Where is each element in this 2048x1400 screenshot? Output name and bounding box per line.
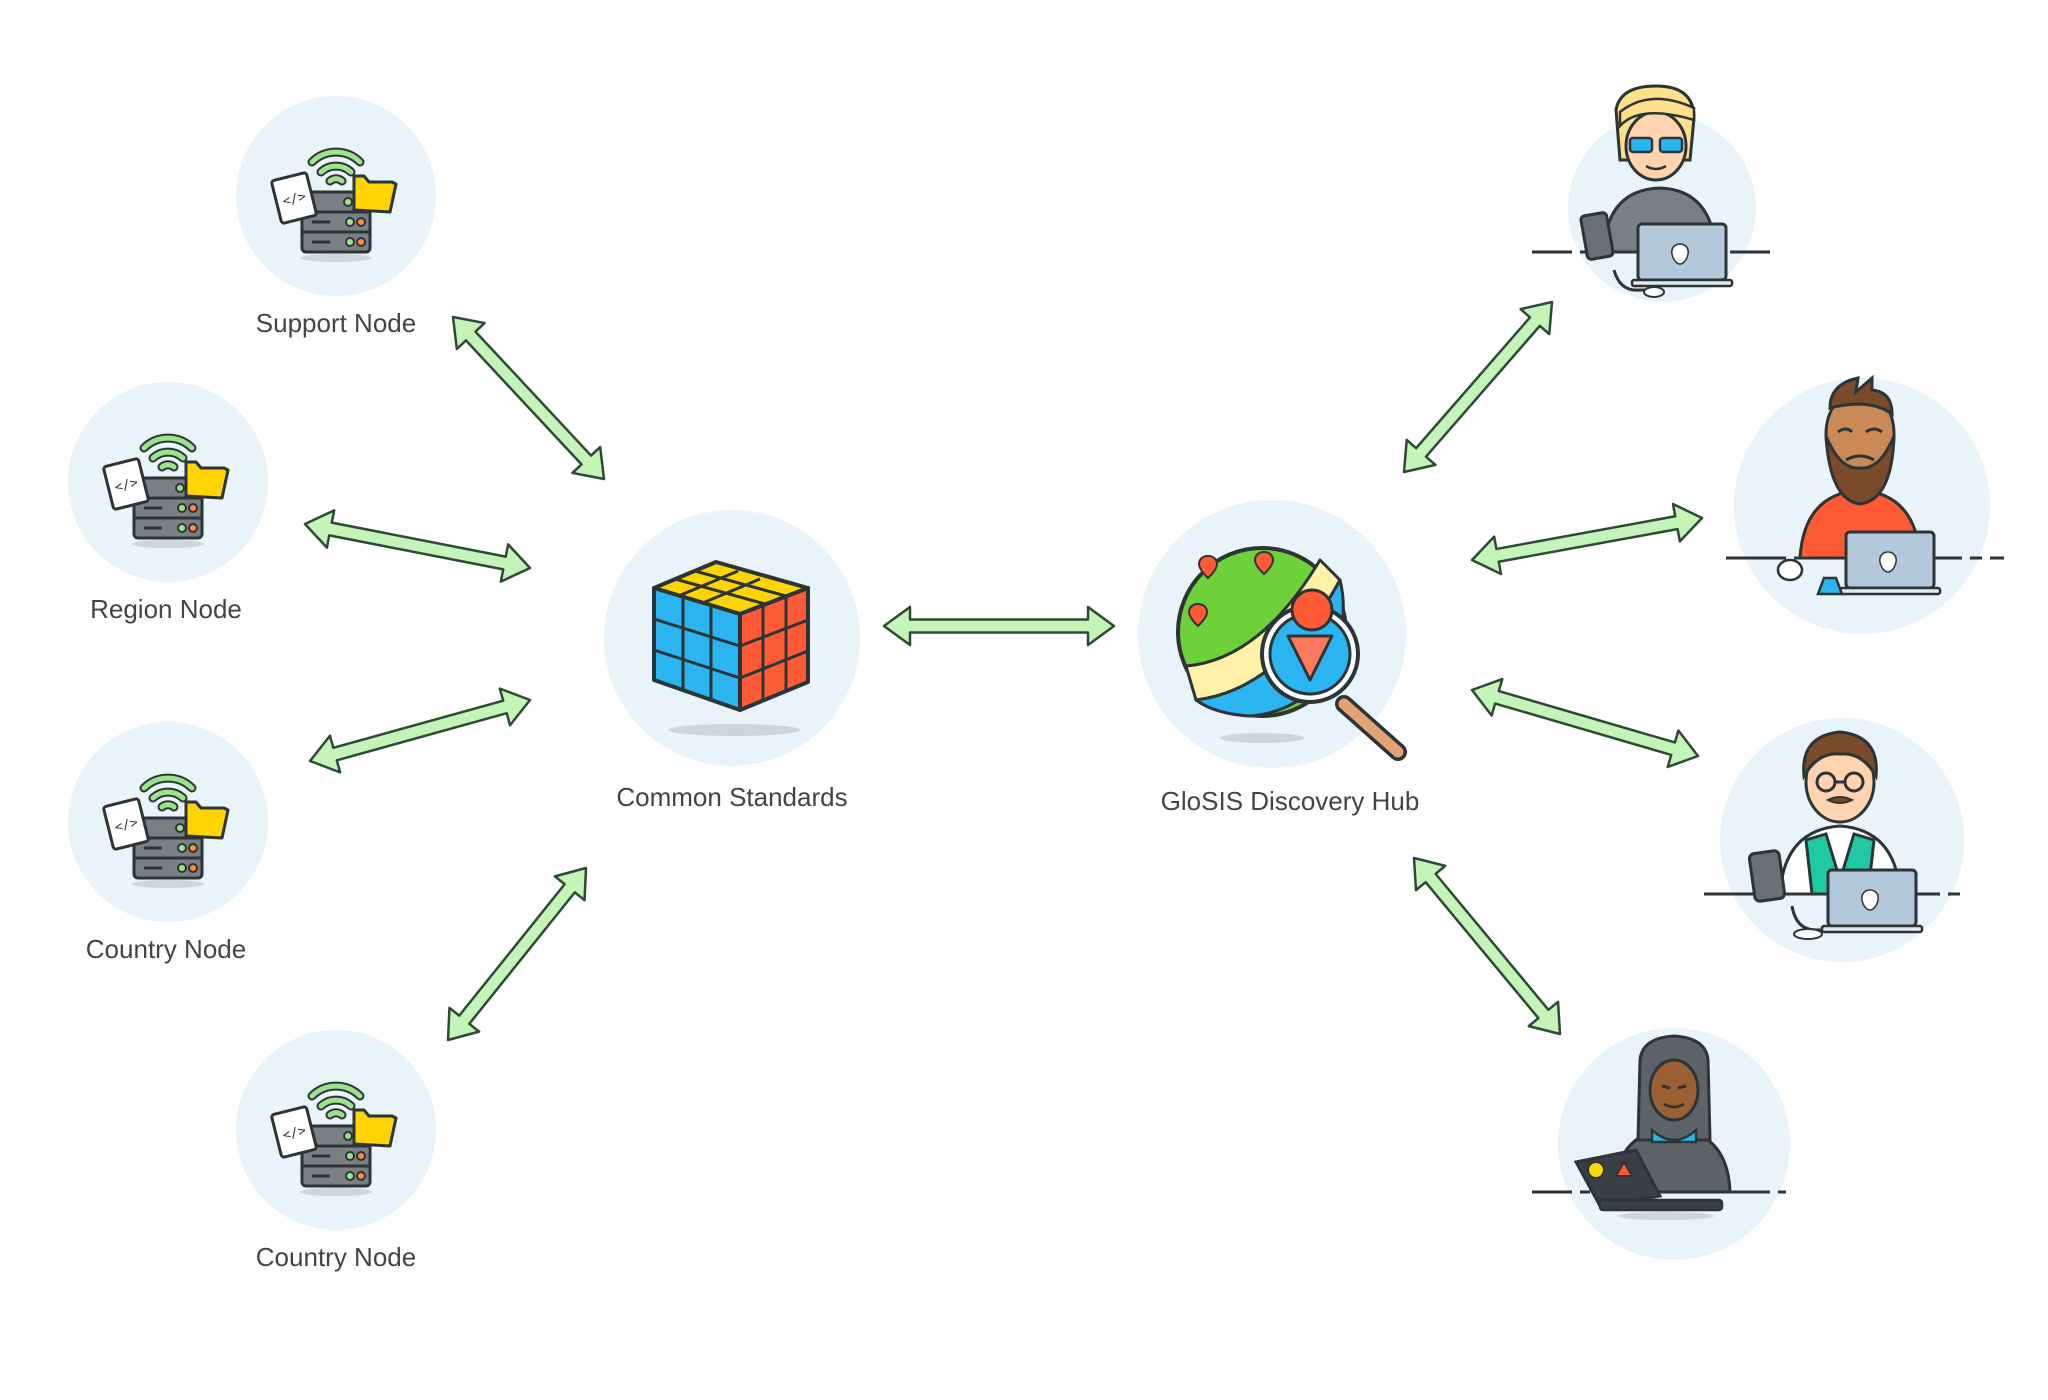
user-man-glasses-laptop-icon bbox=[1704, 730, 1966, 940]
node-region: Region Node bbox=[68, 382, 268, 624]
arrow-standards-hub bbox=[882, 605, 1116, 647]
arrow-country2-standards bbox=[446, 866, 588, 1042]
node-label: Country Node bbox=[256, 1242, 416, 1272]
arrow-country1-standards bbox=[308, 687, 532, 774]
arrow-hub-user4 bbox=[1412, 856, 1562, 1036]
node-label: Country Node bbox=[86, 934, 246, 964]
arrow-region-standards bbox=[303, 509, 532, 583]
arrow-hub-user2 bbox=[1470, 502, 1704, 576]
node-label: Common Standards bbox=[616, 782, 847, 812]
node-label: Support Node bbox=[256, 308, 416, 338]
node-common-standards: Common Standards bbox=[604, 510, 860, 812]
arrow-hub-user3 bbox=[1470, 677, 1700, 769]
connection-arrows bbox=[303, 300, 1704, 1042]
user-1 bbox=[1532, 84, 1776, 302]
node-label: GloSIS Discovery Hub bbox=[1161, 786, 1420, 816]
user-2 bbox=[1726, 374, 2004, 634]
globe-search-icon bbox=[1176, 546, 1407, 761]
node-support: Support Node bbox=[236, 96, 436, 338]
node-country-2: Country Node bbox=[236, 1030, 436, 1272]
node-label: Region Node bbox=[90, 594, 242, 624]
node-glosis-hub: GloSIS Discovery Hub bbox=[1138, 500, 1419, 816]
user-woman-laptop-icon bbox=[1532, 84, 1776, 298]
rubiks-cube-icon bbox=[652, 560, 810, 736]
user-4 bbox=[1532, 1028, 1790, 1260]
arrow-support-standards bbox=[451, 315, 606, 481]
arrow-hub-user1 bbox=[1402, 300, 1554, 474]
user-3 bbox=[1704, 718, 1966, 962]
node-country-1: Country Node bbox=[68, 722, 268, 964]
user-hooded-laptop-icon bbox=[1532, 1034, 1786, 1220]
user-bearded-man-laptop-icon bbox=[1726, 374, 2004, 596]
